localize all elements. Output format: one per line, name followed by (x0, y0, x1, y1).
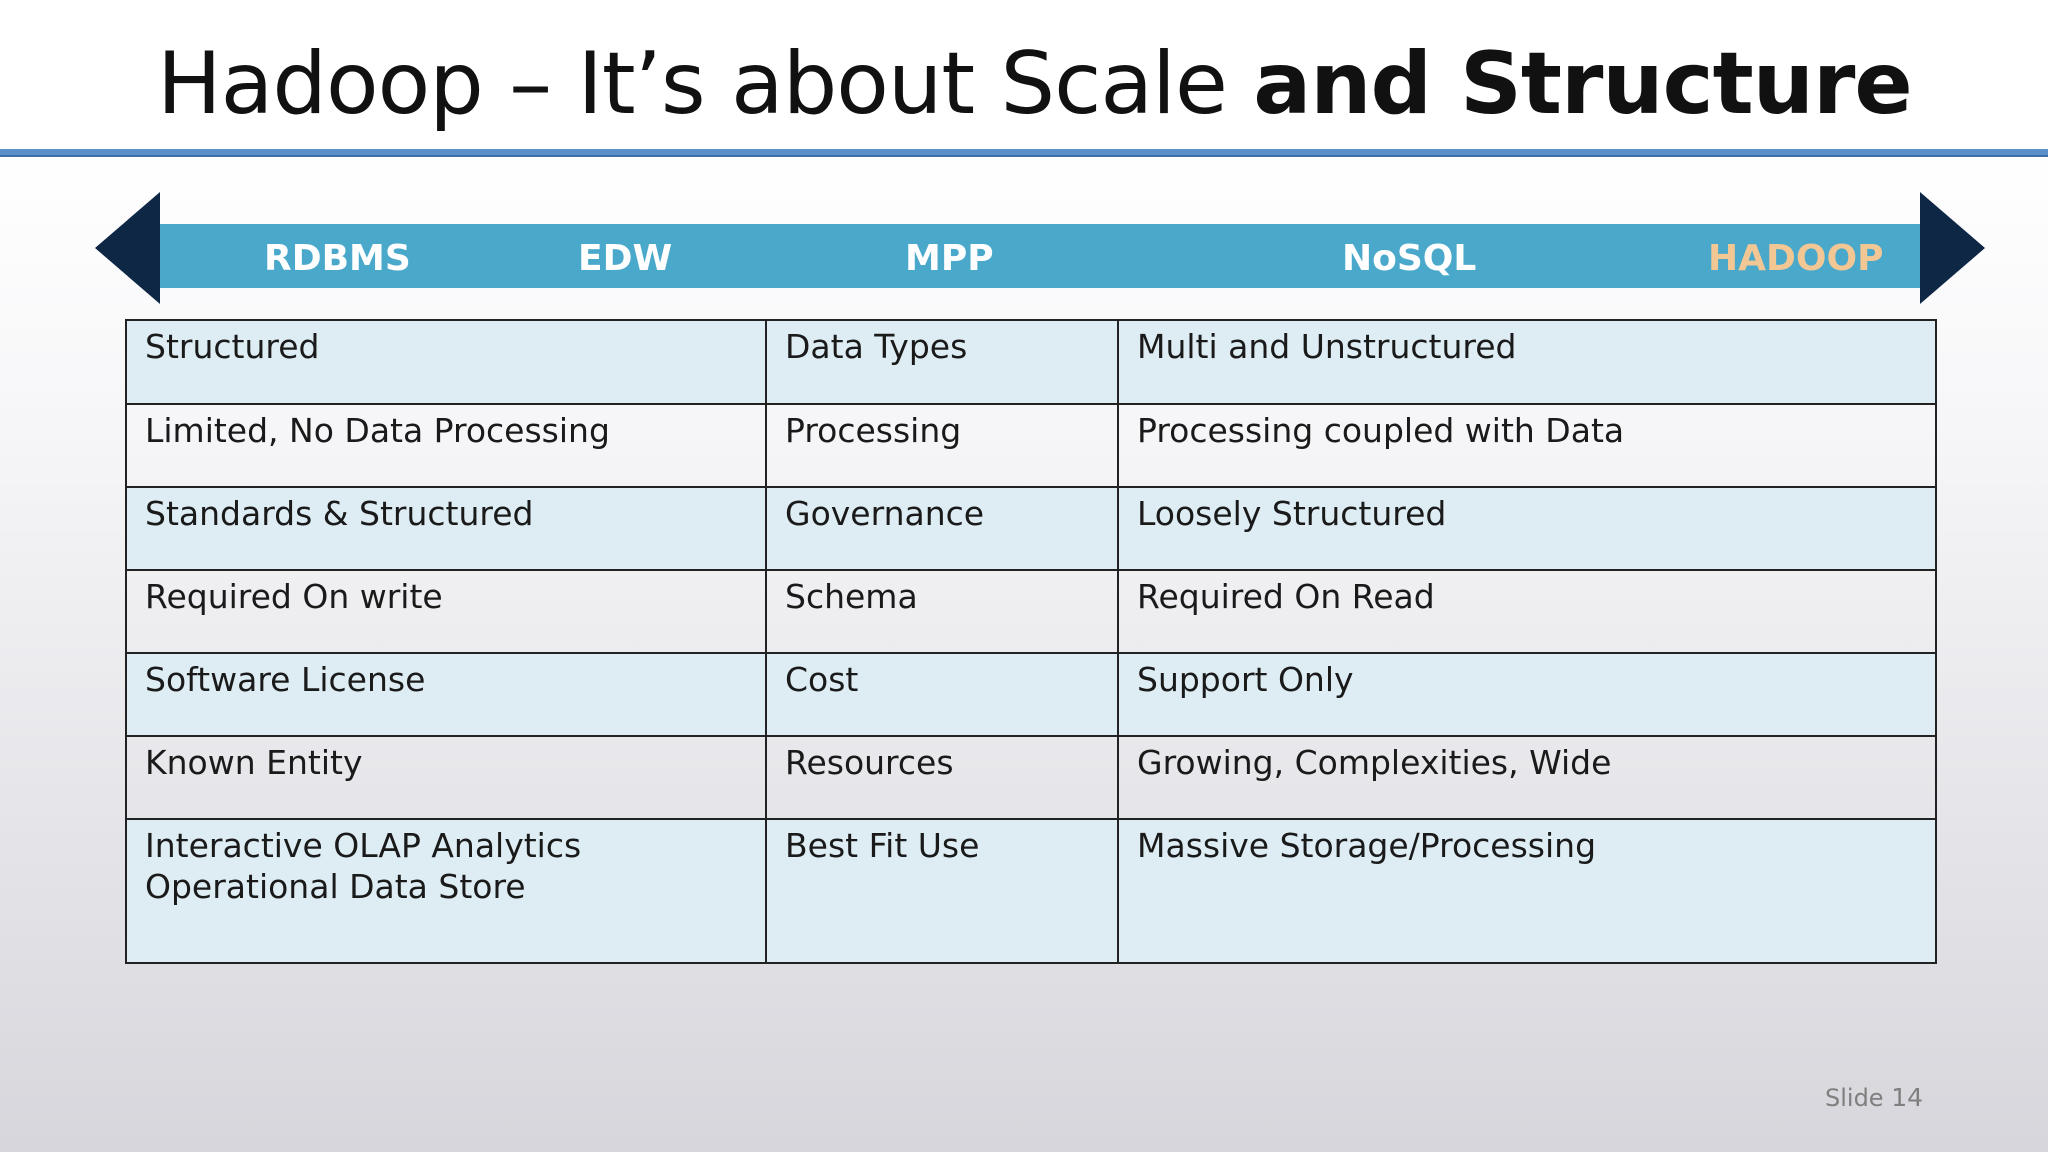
cell-traditional: Known Entity (125, 735, 767, 820)
cell-hadoop: Growing, Complexities, Wide (1117, 735, 1937, 820)
cell-text: Software License (145, 660, 426, 699)
cell-hadoop: Support Only (1117, 652, 1937, 737)
cell-traditional: Required On write (125, 569, 767, 654)
spectrum-band: RDBMS EDW MPP NoSQL HADOOP (160, 224, 1920, 288)
cell-text: Support Only (1137, 660, 1354, 699)
cell-criterion: Best Fit Use (765, 818, 1119, 964)
cell-text: Governance (785, 494, 985, 533)
cell-hadoop: Multi and Unstructured (1117, 319, 1937, 405)
cell-traditional: Limited, No Data Processing (125, 403, 767, 488)
table-row: Software License Cost Support Only (125, 652, 1937, 737)
cell-criterion: Processing (765, 403, 1119, 488)
slide-number: Slide 14 (1825, 1083, 1923, 1112)
cell-criterion: Resources (765, 735, 1119, 820)
cell-hadoop: Required On Read (1117, 569, 1937, 654)
cell-text: Cost (785, 660, 859, 699)
table-row: Standards & Structured Governance Loosely … (125, 486, 1937, 571)
cell-text: Massive Storage/Processing (1137, 826, 1597, 865)
cell-criterion: Governance (765, 486, 1119, 571)
spectrum-label-nosql: NoSQL (1342, 238, 1477, 279)
cell-text: Loosely Structured (1137, 494, 1447, 533)
slide-title: Hadoop – It’s about Scale and Structure (157, 28, 1913, 140)
spectrum-label-edw: EDW (578, 238, 673, 279)
cell-traditional: Standards & Structured (125, 486, 767, 571)
table-row: Known Entity Resources Growing, Complexiti… (125, 735, 1937, 820)
cell-text: Limited, No Data Processing (145, 411, 610, 450)
cell-text: Growing, Complexities, Wide (1137, 743, 1612, 782)
cell-traditional: Software License (125, 652, 767, 737)
spectrum-label-hadoop: HADOOP (1708, 238, 1884, 279)
spectrum-label-rdbms: RDBMS (264, 238, 411, 279)
table-row: Structured Data Types Multi and Unstructur… (125, 319, 1937, 405)
table-row: Required On write Schema Required On Read (125, 569, 1937, 654)
table-row: Limited, No Data Processing Processing Pro… (125, 403, 1937, 488)
slide-title-regular: Hadoop – It’s about Scale (157, 34, 1254, 134)
comparison-table-body: Structured Data Types Multi and Unstructur… (125, 319, 1937, 964)
cell-text: Required On write (145, 577, 443, 616)
cell-hadoop: Processing coupled with Data (1117, 403, 1937, 488)
cell-text: Processing (785, 411, 962, 450)
slide-title-bold: and Structure (1253, 34, 1912, 134)
cell-criterion: Cost (765, 652, 1119, 737)
cell-text: Processing coupled with Data (1137, 411, 1625, 450)
cell-text: Multi and Unstructured (1137, 327, 1517, 366)
cell-criterion: Schema (765, 569, 1119, 654)
cell-text: Interactive OLAP Analytics (145, 826, 582, 865)
arrow-left-head (95, 192, 160, 304)
spectrum-label-mpp: MPP (905, 238, 994, 279)
comparison-table: Structured Data Types Multi and Unstructur… (125, 319, 1937, 964)
cell-traditional: Structured (125, 319, 767, 405)
cell-text: Operational Data Store (145, 867, 526, 906)
cell-text: Required On Read (1137, 577, 1435, 616)
cell-text: Structured (145, 327, 320, 366)
cell-text: Resources (785, 743, 954, 782)
cell-text: Best Fit Use (785, 826, 980, 865)
slide-number-value: 14 (1891, 1083, 1924, 1112)
cell-text: Schema (785, 577, 918, 616)
cell-hadoop: Massive Storage/Processing (1117, 818, 1937, 964)
arrow-right-head (1920, 192, 1985, 304)
slide-number-label: Slide (1825, 1084, 1884, 1112)
technology-spectrum-arrow: RDBMS EDW MPP NoSQL HADOOP (95, 192, 1985, 304)
cell-text: Known Entity (145, 743, 363, 782)
cell-text: Data Types (785, 327, 968, 366)
cell-hadoop: Loosely Structured (1117, 486, 1937, 571)
title-divider (0, 149, 2048, 157)
cell-criterion: Data Types (765, 319, 1119, 405)
cell-text: Standards & Structured (145, 494, 534, 533)
